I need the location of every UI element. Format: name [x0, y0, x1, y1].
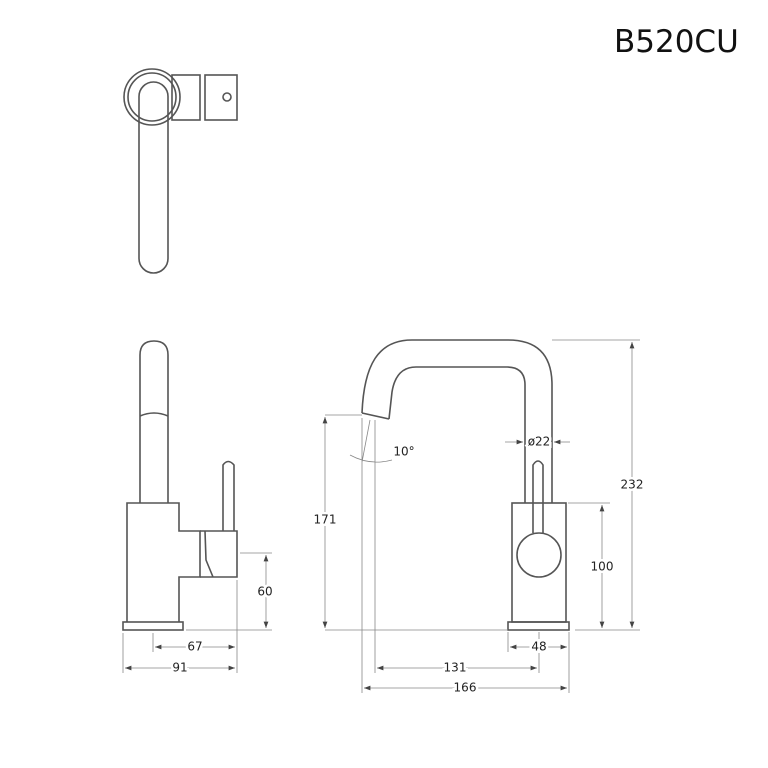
dim-label-232: 232 [621, 478, 644, 492]
dim-label-171: 171 [314, 513, 337, 527]
dim-label-131: 131 [444, 661, 467, 675]
side-aerator [139, 412, 169, 417]
front-lever [532, 460, 544, 533]
front-handle-knob [516, 532, 562, 578]
top-handle-body [204, 74, 238, 121]
front-spout-outer [361, 339, 553, 503]
top-spout [138, 81, 169, 274]
top-base-outer-circle [123, 68, 181, 126]
dim-label-100: 100 [591, 560, 614, 574]
dim-label-67: 67 [187, 640, 202, 654]
dim-label-166: 166 [454, 681, 477, 695]
side-lever [222, 460, 235, 531]
dim-label-60: 60 [257, 585, 272, 599]
front-spout-inner [388, 366, 526, 503]
front-view: 171 232 100 ø22 10° 48 131 166 [311, 339, 646, 697]
side-handle [200, 530, 238, 578]
top-base-inner-circle [127, 72, 177, 122]
front-base-plate [507, 621, 570, 631]
side-view: 60 67 91 [122, 340, 275, 677]
front-body [511, 502, 567, 623]
side-base-plate [122, 621, 184, 631]
dim-label-91: 91 [172, 661, 187, 675]
dim-label-48: 48 [531, 640, 546, 654]
dim-label-angle: 10° [393, 445, 414, 459]
side-body [126, 502, 201, 622]
side-spout [139, 340, 169, 503]
top-view [123, 68, 238, 274]
model-number: B520CU [614, 24, 739, 60]
top-handle-neck [171, 74, 201, 121]
front-spout-tip [361, 412, 390, 420]
top-handle-hole [222, 92, 232, 102]
dim-label-diameter: ø22 [528, 435, 551, 449]
